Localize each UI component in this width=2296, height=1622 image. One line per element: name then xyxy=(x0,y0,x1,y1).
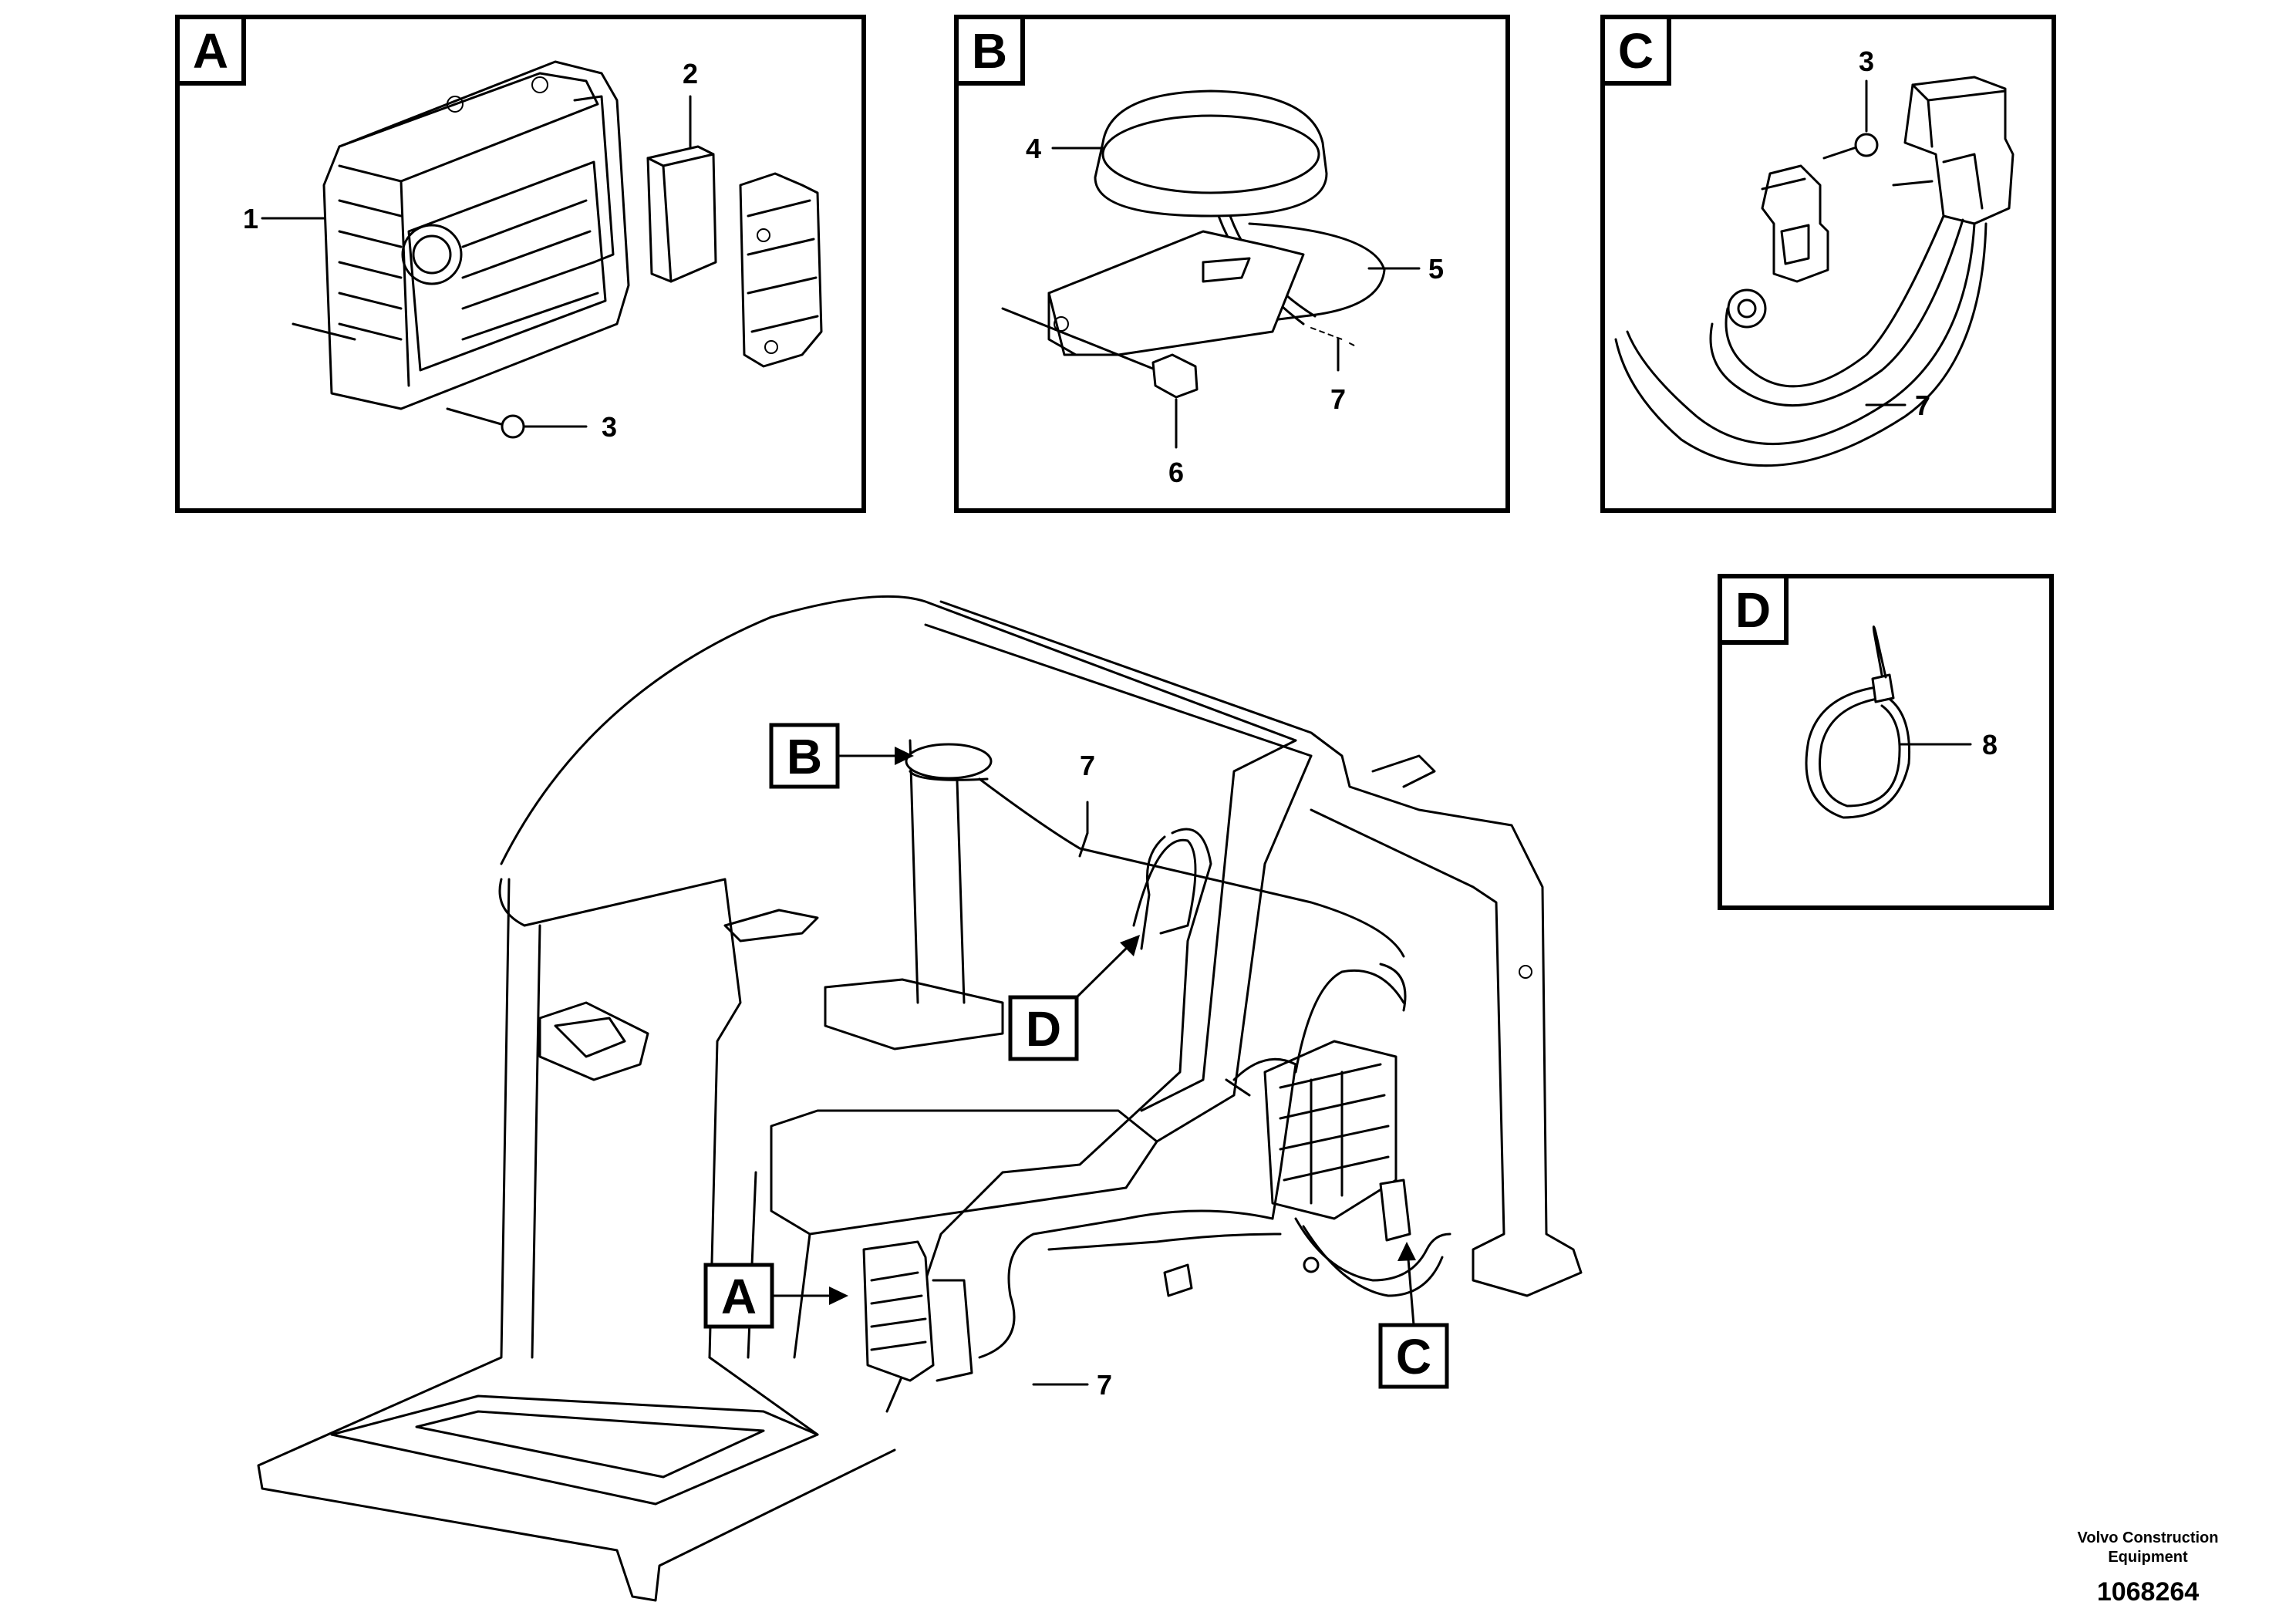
cable-tie-main xyxy=(1132,838,1197,935)
ref-d-letter: D xyxy=(1026,1001,1061,1057)
callout-b-7: 7 xyxy=(1330,383,1346,415)
gasket-illustration xyxy=(1240,222,1386,325)
control-unit-illustration xyxy=(292,60,630,410)
ref-a-arrowhead xyxy=(829,1286,848,1305)
cover-plate-illustration xyxy=(739,172,823,368)
ref-c-arrowhead xyxy=(1397,1242,1416,1261)
detail-panel-d: D 8 xyxy=(1718,574,2054,910)
callout-b-6: 6 xyxy=(1168,457,1184,488)
panel-b-frame xyxy=(954,15,1510,513)
antenna-illustration xyxy=(1094,89,1328,325)
bolt-illustration xyxy=(1001,307,1199,399)
callout-c-3: 3 xyxy=(1859,46,1874,77)
ref-a-letter: A xyxy=(721,1269,757,1324)
panel-d-letter: D xyxy=(1735,582,1771,638)
panel-d-frame xyxy=(1718,574,2054,910)
detail-panel-c: C 3 7 xyxy=(1600,15,2056,513)
bracket-illustration xyxy=(1047,230,1305,356)
ref-d-arrowhead xyxy=(1120,935,1140,956)
cable-tie-illustration xyxy=(1805,626,1911,819)
main-cab-view: B D A C 7 7 xyxy=(257,595,1583,1602)
callout-a-3: 3 xyxy=(602,411,617,443)
callout-main-7-lower: 7 xyxy=(1097,1369,1112,1401)
callout-a-2: 2 xyxy=(683,58,698,89)
panel-d-letter-box xyxy=(1718,574,1789,645)
callout-d-8: 8 xyxy=(1982,729,1998,760)
detail-panel-a: A xyxy=(175,15,866,513)
panel-c-letter-box xyxy=(1600,15,1671,86)
panel-c-letter: C xyxy=(1618,23,1654,79)
ref-b-letter: B xyxy=(787,729,822,784)
cab-roof-curve xyxy=(500,595,1297,865)
ref-c-arrow xyxy=(1406,1248,1415,1327)
callout-b-5: 5 xyxy=(1428,253,1444,285)
ref-d-arrow xyxy=(1075,939,1135,999)
ref-box-d xyxy=(1008,995,1079,1061)
ref-c-letter: C xyxy=(1396,1329,1431,1384)
panel-a-frame xyxy=(175,15,866,513)
panel-b-letter-box xyxy=(954,15,1025,86)
company-name-line1: Volvo Construction xyxy=(2078,1529,2219,1546)
panel-a-letter-box xyxy=(175,15,246,86)
ref-b-arrowhead xyxy=(895,747,914,765)
relay-box-illustration xyxy=(646,145,717,283)
callout-a-1: 1 xyxy=(243,203,258,234)
connector-illustration xyxy=(1892,76,2014,225)
panel-c-frame xyxy=(1600,15,2056,513)
connector-c-main xyxy=(1379,1179,1411,1242)
screw-illustration xyxy=(446,407,525,439)
callout-c-7: 7 xyxy=(1915,389,1930,421)
control-unit-main xyxy=(862,1240,973,1382)
clip-illustration xyxy=(1761,164,1829,283)
panel-b-letter: B xyxy=(972,23,1007,79)
detail-panel-b: B 4 5 6 7 xyxy=(954,15,1510,513)
cable-end-illustration xyxy=(1310,327,1358,348)
fuse-relay-box xyxy=(1263,1040,1397,1220)
company-name-line2: Equipment xyxy=(2108,1549,2188,1566)
callout-b-4: 4 xyxy=(1026,133,1041,164)
callout-main-7-upper: 7 xyxy=(1080,750,1095,781)
panel-a-letter: A xyxy=(193,23,228,79)
screw-c-illustration xyxy=(1822,133,1879,160)
footer-block: Volvo Construction Equipment 1068264 xyxy=(2078,1529,2219,1607)
document-number: 1068264 xyxy=(2097,1577,2199,1607)
cable-ring-illustration xyxy=(1614,214,1988,467)
roof-antenna xyxy=(905,743,993,781)
